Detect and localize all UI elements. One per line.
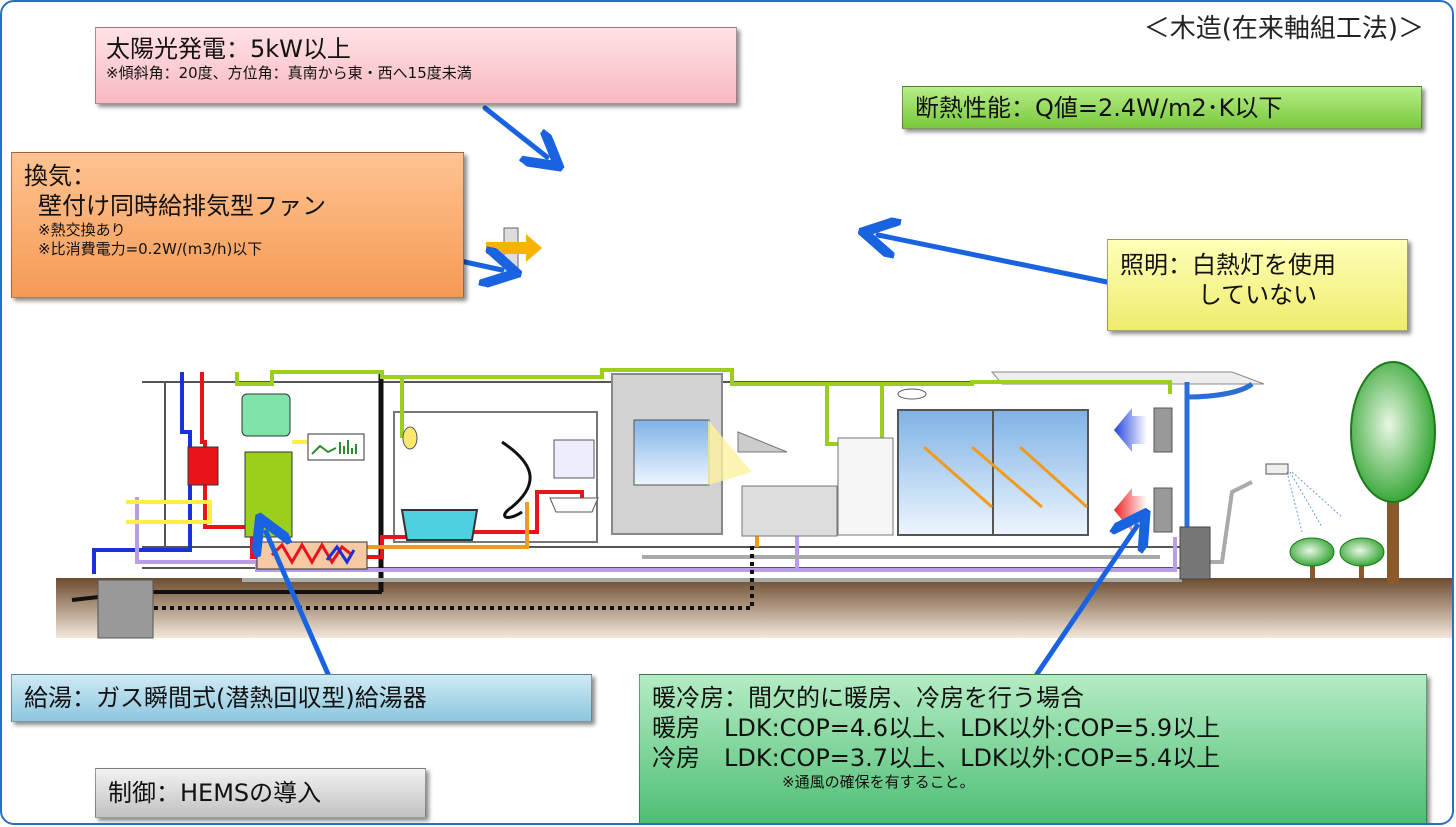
fridge — [837, 437, 894, 536]
ventilation-callout: 換気： 壁付け同時給排気型ファン ※熱交換あり ※比消費電力=0.2W/(m3/… — [11, 152, 464, 298]
washbasin — [549, 497, 599, 513]
insulation-text: 断熱性能：Q値=2.4W/m2･K以下 — [915, 94, 1283, 122]
control-callout: 制御：HEMSの導入 — [95, 768, 426, 818]
sprinkler-head — [1265, 463, 1289, 475]
lighting-callout: 照明：白熱灯を使用 していない — [1107, 239, 1408, 331]
drain-dotted — [154, 542, 754, 610]
gutter — [1184, 381, 1254, 527]
hot-water-text: 給湯：ガス瞬間式(潜熱回収型)給湯器 — [24, 684, 427, 712]
light-beam — [708, 420, 752, 485]
bathroom-wall — [393, 411, 598, 543]
water-spray — [1286, 471, 1343, 533]
hems-monitor — [307, 433, 365, 461]
sunlight-arrows — [923, 445, 1089, 509]
meter-box — [97, 579, 154, 639]
hems-graph — [311, 440, 357, 455]
hvac-line1: 暖冷房：間欠的に暖房、冷房を行う場合 — [652, 684, 1084, 712]
solar-note: ※傾斜角：20度、方位角：真南から東・西へ15度未満 — [106, 64, 472, 82]
ground — [56, 578, 1452, 638]
bath-lamp — [402, 426, 418, 450]
tree-trunk — [1387, 492, 1399, 584]
kitchen-counter — [741, 485, 838, 537]
mirror — [553, 439, 595, 479]
construction-type-label: ＜木造(在来軸組工法)＞ — [1143, 14, 1424, 44]
callout-arrows — [266, 105, 1137, 677]
tree-crown — [1350, 361, 1436, 503]
ventilation-line1: 換気： — [24, 162, 96, 190]
shrub-right — [1339, 537, 1385, 567]
solar-power-callout: 太陽光発電：5kW以上 ※傾斜角：20度、方位角：真南から東・西へ15度未満 — [95, 27, 737, 104]
range-hood — [737, 431, 788, 453]
solar-title: 太陽光発電：5kW以上 — [106, 35, 351, 63]
ac-outdoor-unit — [1179, 526, 1211, 580]
heat-unit — [241, 393, 291, 437]
ac-indoor-lower — [1153, 487, 1173, 533]
hvac-line3: 冷房 LDK:COP=3.7以上、LDK以外:COP=5.4以上 — [652, 744, 1221, 772]
warm-air-arrow — [1114, 488, 1147, 532]
bathtub — [400, 509, 479, 541]
ventilation-note2: ※比消費電力=0.2W/(m3/h)以下 — [38, 240, 263, 258]
hvac-note: ※通風の確保を有すること。 — [782, 773, 975, 791]
ventilation-line2: 壁付け同時給排気型ファン — [38, 192, 326, 220]
insulation-callout: 断熱性能：Q値=2.4W/m2･K以下 — [902, 86, 1422, 129]
ceiling-lamp — [897, 388, 927, 400]
lighting-line1: 照明：白熱灯を使用 — [1120, 251, 1336, 279]
ventilation-note1: ※熱交換あり — [38, 221, 126, 239]
cool-air-arrow — [1114, 408, 1147, 452]
heat-coil-blue — [325, 544, 356, 565]
hvac-line2: 暖房 LDK:COP=4.6以上、LDK以外:COP=5.9以上 — [652, 714, 1221, 742]
hot-water-callout: 給湯：ガス瞬間式(潜熱回収型)給湯器 — [11, 674, 592, 722]
shower-hose — [501, 440, 532, 519]
hall-window — [633, 419, 710, 486]
lighting-line2: していない — [1197, 281, 1318, 309]
control-text: 制御：HEMSの導入 — [108, 779, 322, 807]
tank — [244, 451, 293, 538]
hvac-callout: 暖冷房：間欠的に暖房、冷房を行う場合 暖房 LDK:COP=4.6以上、LDK以… — [639, 674, 1427, 823]
shrub-left — [1289, 537, 1335, 567]
gas-heater — [187, 446, 219, 486]
ac-indoor-upper — [1153, 407, 1173, 453]
